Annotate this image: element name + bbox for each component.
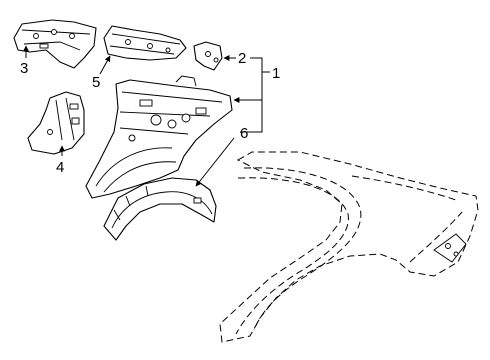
part-2-gusset [193,41,223,71]
callout-6: 6 [240,125,248,142]
callout-1: 1 [272,65,280,82]
callout-2: 2 [238,50,246,67]
part-3-rail-bracket [13,19,97,69]
leader-lines [23,45,270,187]
callout-3: 3 [20,60,28,77]
callout-5: 5 [92,74,100,91]
body-side-ghost [219,151,479,343]
part-5-upper-rail [103,25,187,61]
part-6-inner-quarter-panel [85,75,233,199]
part-6-wheelhouse-shell [103,177,217,241]
callout-4: 4 [56,159,64,176]
part-4-wheelhouse-bracket [27,91,85,155]
